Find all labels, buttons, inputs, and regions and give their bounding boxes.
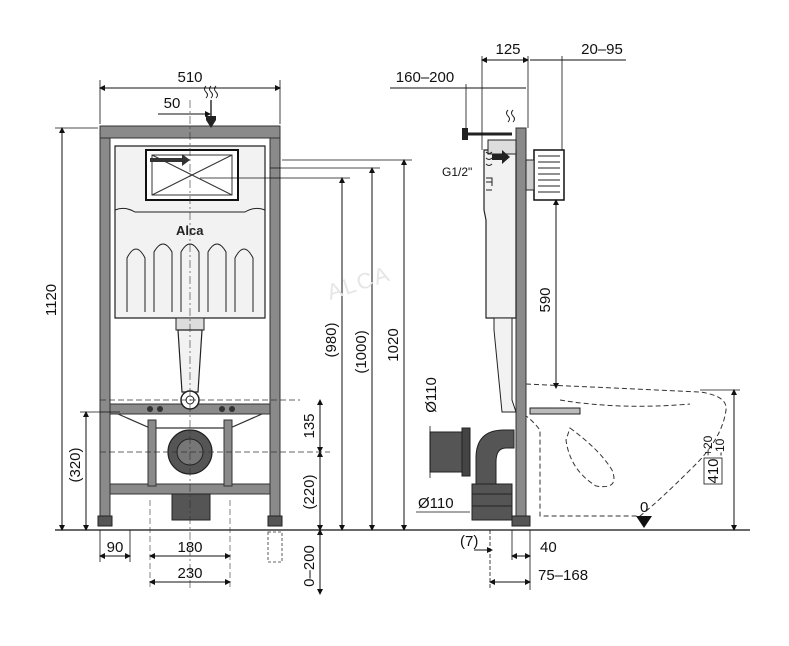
toilet-bowl-outline xyxy=(525,383,727,517)
frame-support-right xyxy=(223,419,233,487)
foot-left xyxy=(97,515,113,527)
side-water-supply-icon xyxy=(506,109,515,123)
cistern-rib-4 xyxy=(207,243,227,312)
dim-135-label: 135 xyxy=(301,413,318,438)
dim-160-200-label: 160–200 xyxy=(396,69,454,86)
floor-marker-icon xyxy=(636,516,652,528)
drain-outlet xyxy=(171,493,211,521)
front-view: Alca 510 50 xyxy=(43,69,412,595)
side-flush-pipe xyxy=(493,317,517,413)
dim-20-95-label: 20–95 xyxy=(581,41,623,58)
dim-1020-label: 1020 xyxy=(385,328,402,361)
frame-bracket xyxy=(117,413,263,429)
dim-height-label: 1120 xyxy=(43,284,60,316)
dim-980-label: (980) xyxy=(323,322,340,357)
watermark: ALCA xyxy=(324,261,394,305)
frame-left-upright xyxy=(99,127,111,527)
pipe-110-top-label: Ø110 xyxy=(423,377,440,413)
side-view: 125 20–95 160–200 G1/2" 590 Ø110 Ø110 (7… xyxy=(390,41,740,590)
dim-7-label: (7) xyxy=(460,533,478,550)
foot-right xyxy=(267,515,283,527)
dim-40-label: 40 xyxy=(540,539,557,556)
side-mounting-rod xyxy=(529,407,581,415)
dim-590-label: 590 xyxy=(537,287,554,312)
side-cistern xyxy=(483,149,517,319)
water-inlet-arrow-icon xyxy=(150,154,190,166)
dim-75-168-label: 75–168 xyxy=(538,567,588,584)
cistern-rib-5 xyxy=(234,248,254,312)
dim-410-tol-plus: +20 xyxy=(701,435,715,456)
dim-180-label: 180 xyxy=(177,539,202,556)
pipe-110-bottom-label: Ø110 xyxy=(418,495,454,512)
mounting-bolt xyxy=(157,406,163,412)
dim-320-label: (320) xyxy=(67,447,84,482)
cistern-rib-2 xyxy=(153,243,173,312)
dim-220-label: (220) xyxy=(301,474,318,509)
side-inlet-arrow-icon xyxy=(492,150,510,164)
mounting-bolt xyxy=(229,406,235,412)
mounting-bolt xyxy=(147,406,153,412)
floor-zero-label: 0 xyxy=(640,499,648,516)
dim-width-label: 510 xyxy=(177,69,202,86)
side-frame-post xyxy=(515,127,527,527)
side-pipe-110-top xyxy=(429,431,467,473)
mounting-bolt xyxy=(219,406,225,412)
thread-label: G1/2" xyxy=(442,165,472,179)
toilet-bowl-inner xyxy=(559,399,691,488)
adjustable-leg-ghost xyxy=(267,531,283,563)
dim-410-label: 410 xyxy=(705,458,722,483)
cistern-rib-1 xyxy=(126,248,146,312)
dim-410-tol-minus: -10 xyxy=(713,438,727,456)
dim-90-label: 90 xyxy=(107,539,124,556)
dim-230-label: 230 xyxy=(177,565,202,582)
frame-right-upright xyxy=(269,127,281,527)
dim-0-200-label: 0–200 xyxy=(301,545,318,587)
side-drain-outlet xyxy=(471,483,513,521)
frame-support-left xyxy=(147,419,157,487)
dim-410-group: 410 +20 -10 xyxy=(701,435,727,485)
water-inlet-top-arrow-icon xyxy=(206,116,216,128)
dim-offset-label: 50 xyxy=(164,95,181,112)
service-opening-inner xyxy=(151,154,233,196)
side-foot xyxy=(511,515,531,527)
dim-1000-label: (1000) xyxy=(353,330,370,373)
dim-125-label: 125 xyxy=(495,41,520,58)
service-opening xyxy=(145,149,239,201)
